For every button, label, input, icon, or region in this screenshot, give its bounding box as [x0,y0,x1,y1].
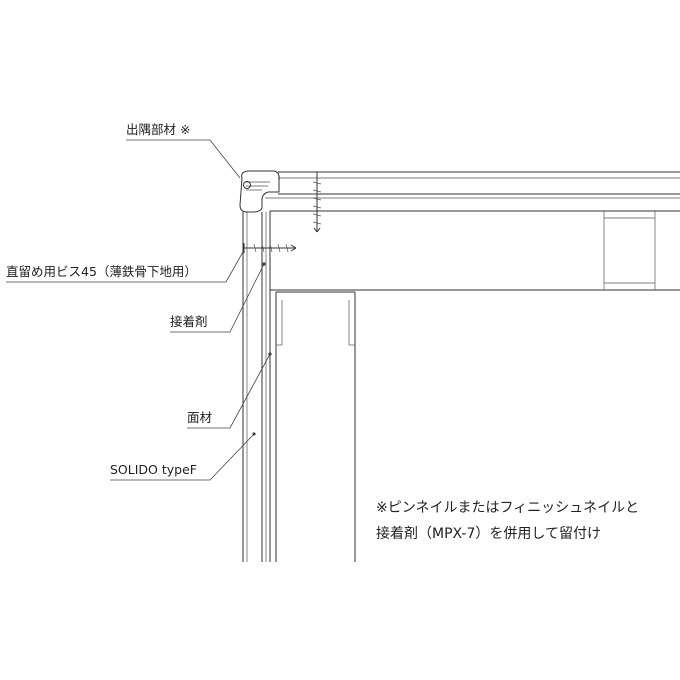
steel-frame-top [269,211,680,291]
label-screw: 直留め用ビス45（薄鉄骨下地用） [6,264,197,279]
label-adhesive: 接着剤 [170,314,208,329]
note-line-1: ※ピンネイルまたはフィニッシュネイルと [376,500,639,516]
top-screw [312,171,322,233]
side-screw [243,243,297,253]
top-panel [265,171,680,212]
left-panel [242,212,271,562]
corner-member [239,170,280,213]
steel-frame-vertical [275,291,356,562]
label-solido: SOLIDO typeF [110,462,197,477]
label-corner-member: 出隅部材 ※ [126,122,190,137]
label-face-material: 面材 [187,410,212,425]
note-line-2: 接着剤（MPX-7）を併用して留付け [376,525,601,542]
leader-lines [6,139,271,481]
